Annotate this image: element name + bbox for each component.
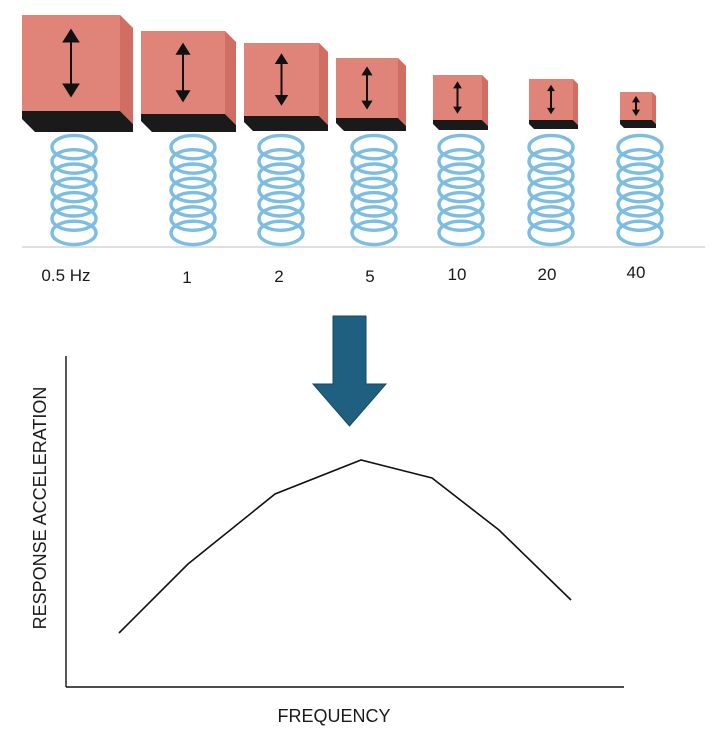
down-arrow-icon	[311, 315, 388, 427]
x-axis-title: FREQUENCY	[277, 706, 390, 726]
mass-block-icon	[244, 43, 328, 131]
response-plot: FREQUENCY RESPONSE ACCELERATION	[30, 356, 624, 726]
oscillator	[141, 31, 236, 247]
spring-icon	[257, 133, 305, 247]
mass-block-icon	[22, 15, 133, 132]
motion-arrow-icon	[453, 81, 462, 114]
frequency-labels: 0.5 Hz 1 2 5 10 20 40	[41, 263, 645, 287]
frequency-label: 1	[182, 268, 191, 287]
oscillator	[616, 92, 664, 247]
spring-icon	[169, 133, 217, 247]
mass-block-icon	[529, 79, 578, 129]
oscillator	[22, 15, 133, 247]
frequency-label: 40	[627, 263, 646, 282]
spring-icon	[527, 133, 575, 247]
frequency-label: 5	[365, 267, 374, 286]
motion-arrow-icon	[175, 42, 191, 103]
y-axis-title: RESPONSE ACCELERATION	[30, 387, 50, 630]
spring-icon	[616, 133, 664, 247]
spring-icon	[50, 133, 98, 247]
oscillator-row	[22, 15, 664, 247]
oscillator	[336, 58, 406, 247]
motion-arrow-icon	[361, 66, 373, 110]
motion-arrow-icon	[547, 84, 555, 115]
motion-arrow-icon	[62, 28, 80, 98]
oscillator	[244, 43, 328, 247]
spring-icon	[350, 133, 398, 247]
oscillator	[527, 79, 578, 247]
frequency-label: 20	[538, 265, 557, 284]
spring-icon	[437, 133, 485, 247]
response-curve	[118, 459, 572, 634]
frequency-label: 2	[274, 267, 283, 286]
motion-arrow-icon	[274, 53, 289, 106]
motion-arrow-icon	[632, 95, 640, 117]
frequency-label: 0.5 Hz	[41, 266, 90, 285]
mass-block-icon	[336, 58, 406, 131]
oscillator	[433, 75, 488, 247]
mass-block-icon	[141, 31, 236, 132]
frequency-label: 10	[448, 265, 467, 284]
mass-block-icon	[433, 75, 488, 130]
